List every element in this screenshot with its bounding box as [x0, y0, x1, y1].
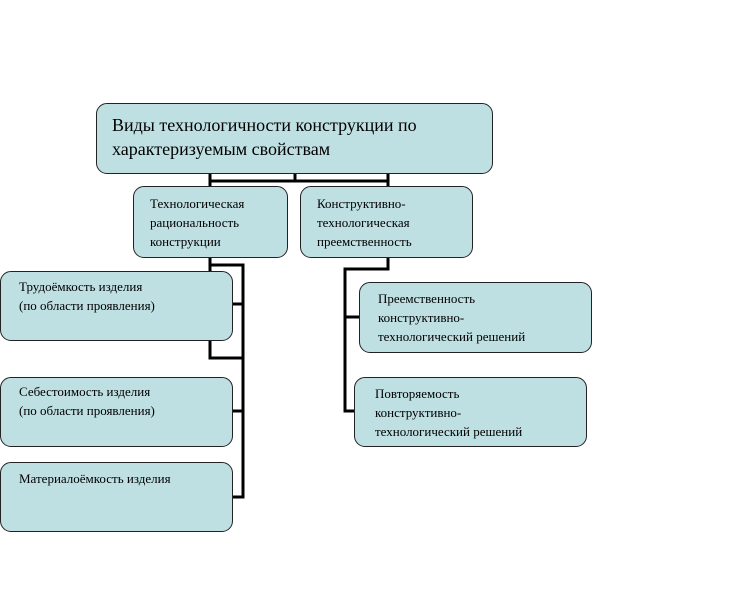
group-node-continuity: Конструктивно- технологическая преемстве…: [300, 186, 473, 258]
leaf-node-cost-label: Себестоимость изделия (по области проявл…: [19, 384, 155, 418]
leaf-node-cost: Себестоимость изделия (по области проявл…: [0, 377, 233, 447]
root-node: Виды технологичности конструкции по хара…: [96, 103, 493, 174]
group-node-rationality-label: Технологическая рациональность конструкц…: [150, 196, 245, 249]
leaf-node-material-intensity-label: Материалоёмкость изделия: [19, 471, 171, 486]
leaf-node-labor-intensity: Трудоёмкость изделия (по области проявле…: [0, 271, 233, 341]
leaf-node-continuity-solutions: Преемственность конструктивно- технологи…: [359, 282, 592, 353]
root-node-label: Виды технологичности конструкции по хара…: [112, 115, 417, 159]
leaf-node-repeatability-solutions: Повторяемость конструктивно- технологиче…: [354, 377, 587, 447]
group-node-rationality: Технологическая рациональность конструкц…: [133, 186, 288, 258]
leaf-node-repeatability-solutions-label: Повторяемость конструктивно- технологиче…: [375, 386, 523, 439]
leaf-node-labor-intensity-label: Трудоёмкость изделия (по области проявле…: [19, 279, 155, 313]
leaf-node-continuity-solutions-label: Преемственность конструктивно- технологи…: [378, 291, 526, 344]
leaf-node-material-intensity: Материалоёмкость изделия: [0, 462, 233, 532]
group-node-continuity-label: Конструктивно- технологическая преемстве…: [317, 196, 412, 249]
